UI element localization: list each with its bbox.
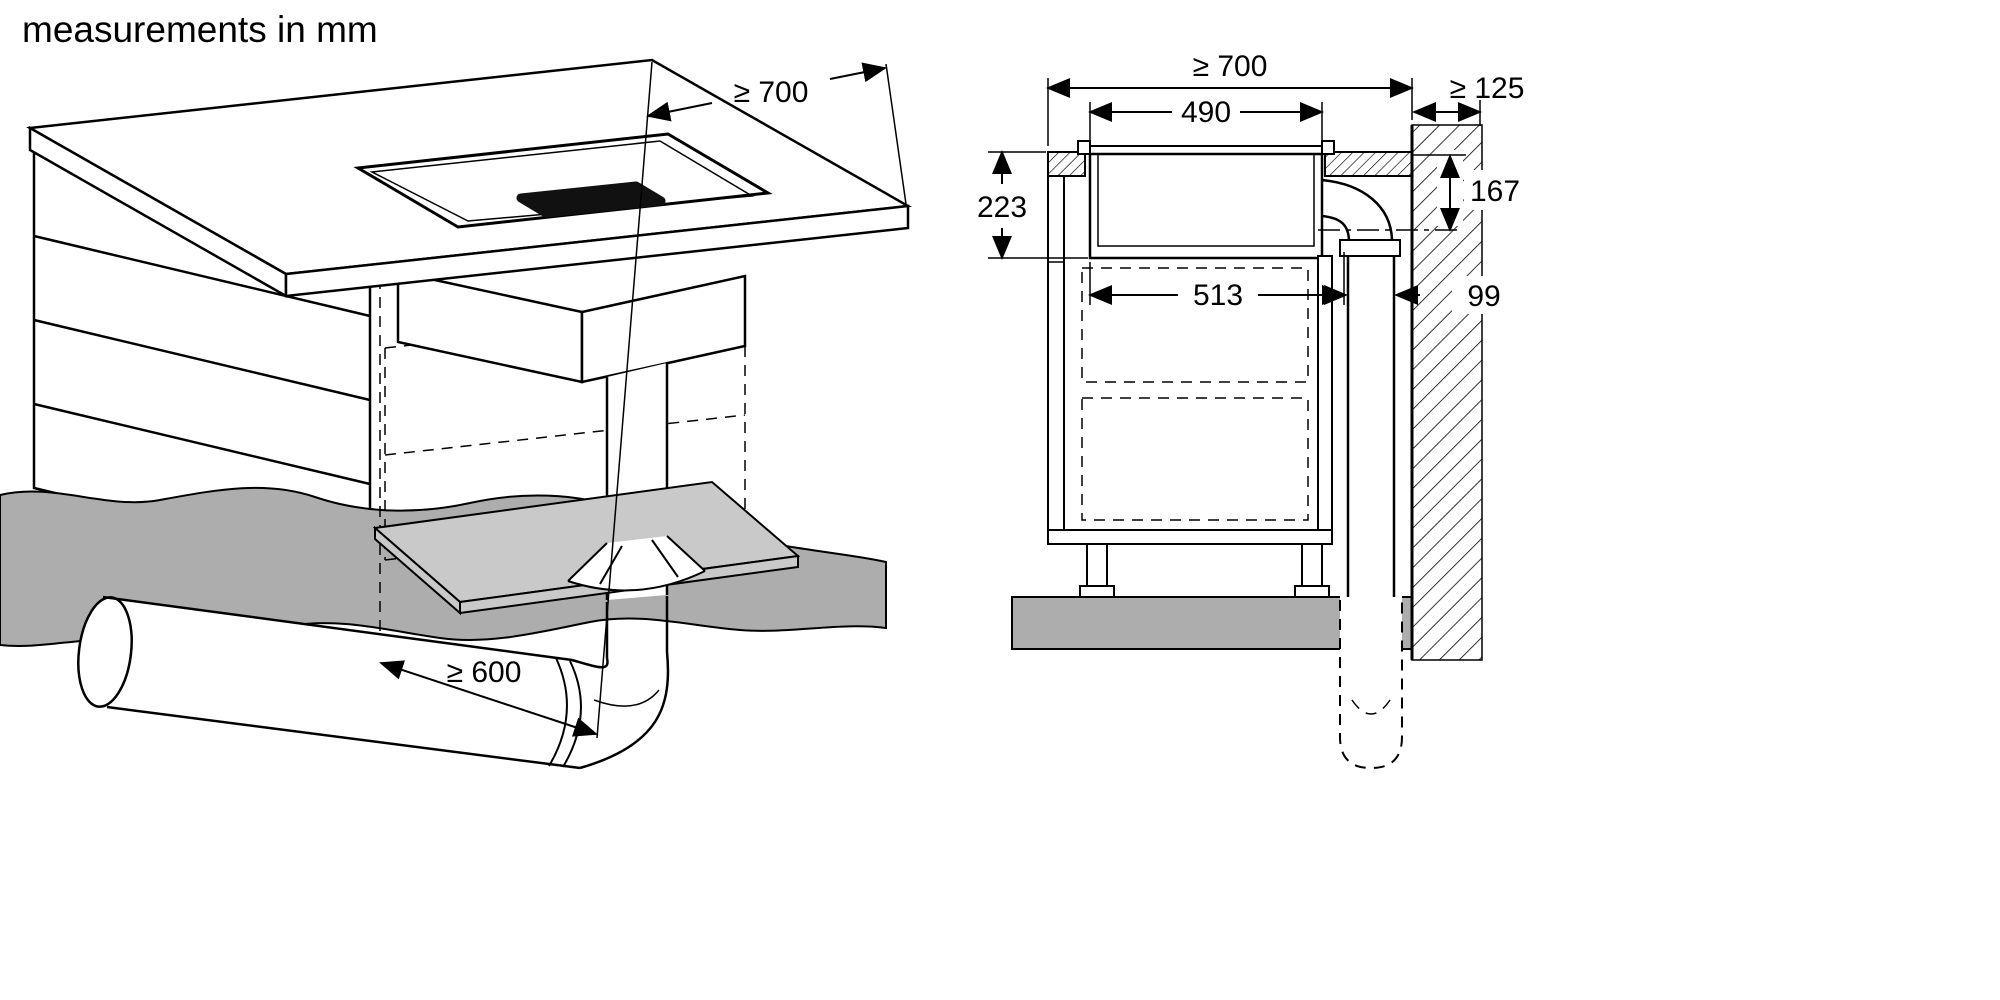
housing-front-face <box>580 274 747 384</box>
worktop-right-part <box>1324 151 1413 177</box>
funnel-fold-2 <box>651 539 679 578</box>
elbow-outer <box>1321 178 1394 241</box>
cabinet-bottom-panel <box>1047 529 1333 545</box>
drawer-line-2 <box>33 318 371 402</box>
cabinet-section <box>1047 175 1333 598</box>
cabinet-back-panel <box>1317 255 1333 531</box>
extension-line-corner <box>885 63 907 205</box>
worktop-front-face <box>284 204 910 298</box>
dim-appliance-width-label: 513 <box>1193 279 1243 312</box>
isometric-view: ≥ 700 ≥ 600 <box>0 58 912 770</box>
duct-section <box>1321 178 1403 770</box>
dim-duct-offset-label: 167 <box>1470 175 1520 208</box>
cabinet-foot-left <box>1079 585 1115 598</box>
dim-duct-width-label: 99 <box>1467 280 1500 313</box>
hob-inner-frame <box>369 140 755 222</box>
pipe-bottom-edge <box>106 705 581 770</box>
drawer-line-1 <box>33 234 371 318</box>
dim-99-label-backing <box>1452 276 1516 314</box>
plate-left-edge <box>374 525 461 616</box>
housing-left-face <box>396 270 584 384</box>
funnel-edge-left <box>567 542 608 582</box>
floor-duct-opening <box>1340 595 1402 651</box>
dim-depth-seg-1 <box>646 101 713 122</box>
pipe-top-edge <box>102 595 573 662</box>
cabinet-left-panel <box>1047 175 1065 531</box>
dim-rear-clearance-label: ≥ 125 <box>1450 72 1525 105</box>
cabinet-leg-left <box>1086 543 1108 587</box>
drawer-line-3 <box>33 402 371 486</box>
hob-lip-right <box>1321 140 1335 155</box>
dim-depth-seg-2 <box>829 62 887 83</box>
dim-installation-height-label: 223 <box>977 191 1027 224</box>
dim-width-line <box>379 660 598 737</box>
elbow-outer-edge <box>579 651 670 770</box>
hidden-box-mid <box>384 414 746 456</box>
section-dimensions: ≥ 700 ≥ 125 490 223 167 <box>977 50 1548 314</box>
cabinet-leg-right <box>1301 543 1323 587</box>
dim-unit-width-label: ≥ 600 <box>447 656 522 689</box>
duct-connector <box>1339 239 1401 257</box>
funnel-body <box>568 536 705 591</box>
vent-slot <box>516 181 666 218</box>
elbow-inner <box>1321 214 1351 243</box>
hob-tub <box>1088 152 1324 260</box>
hob-lip-left <box>1077 140 1091 155</box>
extractor-housing <box>396 270 747 384</box>
dim-cutout-width-label: 490 <box>1181 96 1231 129</box>
funnel-base <box>567 570 706 592</box>
worktop-section <box>1047 151 1413 177</box>
section-view: ≥ 700 ≥ 125 490 223 167 <box>977 50 1548 770</box>
duct-elbow-below-dashed <box>1351 699 1391 715</box>
dim-worktop-depth-label: ≥ 700 <box>734 76 809 109</box>
funnel-edge-right <box>666 535 706 572</box>
dim-167-label-backing <box>1464 170 1548 210</box>
hob-tub-inner-wall <box>1097 154 1315 247</box>
pipe-elbow-body <box>572 652 668 768</box>
hob-section <box>1077 140 1335 260</box>
drawing-title: measurements in mm <box>22 9 378 50</box>
hob <box>353 132 773 229</box>
worktop-left-part <box>1047 151 1086 177</box>
elbow-seam <box>593 689 660 707</box>
duct-funnel <box>567 535 706 658</box>
drawer-space-lower-dashed <box>1081 397 1309 521</box>
dim-worktop-depth-label: ≥ 700 <box>1193 50 1268 83</box>
cabinet-foot-right <box>1294 585 1330 598</box>
extension-line-center <box>596 61 653 739</box>
isometric-dimensions: ≥ 700 ≥ 600 <box>379 61 907 739</box>
